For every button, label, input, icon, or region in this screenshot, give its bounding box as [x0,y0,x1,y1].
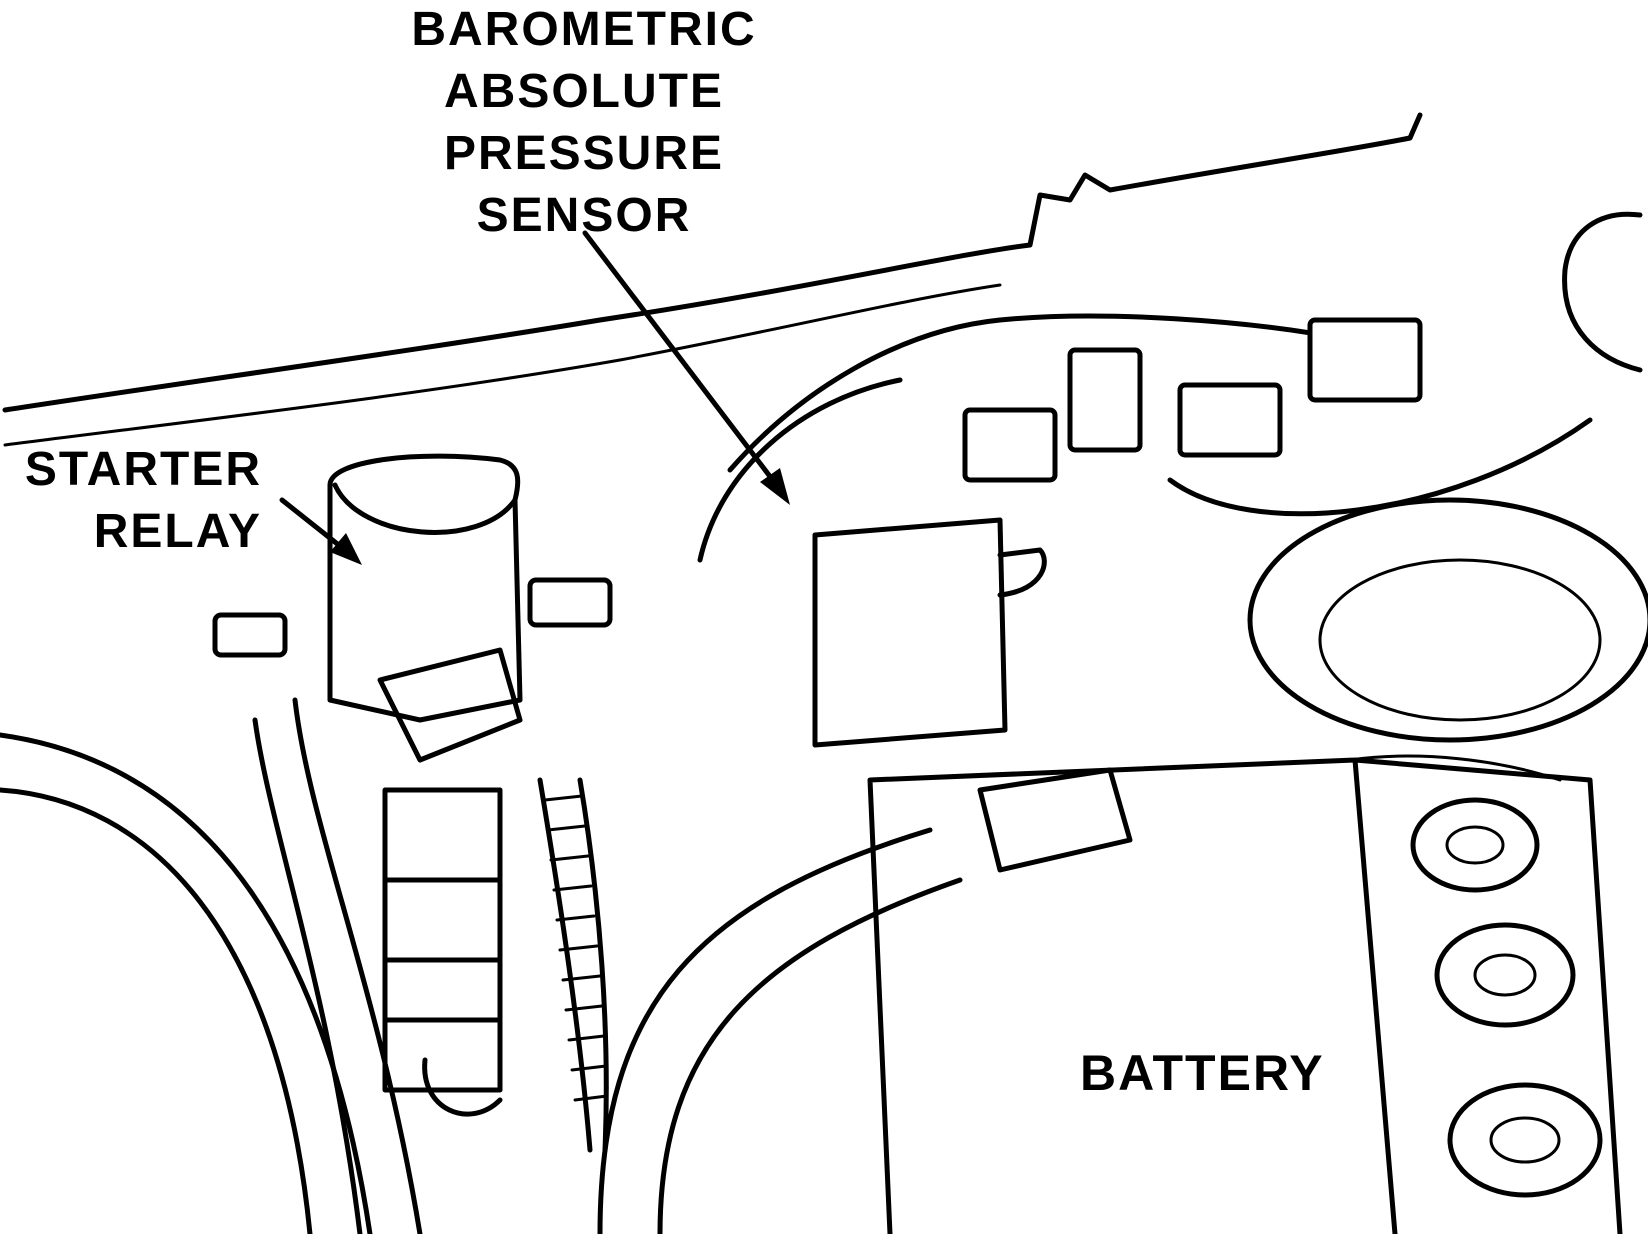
battery-vent-cap-2-inner [1473,953,1537,997]
air-cleaner-ring [1247,497,1648,743]
battery-vent-cap-2 [1434,922,1576,1028]
relay-wire-loop [422,1057,503,1117]
battery-vent-cap-3 [1447,1082,1603,1198]
starter-relay-leader-arrowhead [330,533,362,565]
battery-top-edge [1348,754,1562,782]
air-cleaner [1562,211,1643,373]
battery-positive-cable [597,827,963,1237]
starter-relay-leader-line [279,497,348,553]
left-battery-cable-a [252,717,363,1237]
harness-connector-2 [1067,347,1143,453]
bap-label-line-4: SENSOR [476,189,692,242]
bap-sensor-label: BAROMETRIC ABSOLUTE PRESSURE SENSOR [384,6,784,254]
battery-vent-cap-3-inner [1489,1116,1561,1164]
harness-connector-3 [1307,317,1423,403]
harness-ribs [543,794,609,1102]
hose-right [1167,417,1593,517]
wheel-arch-outer [0,732,373,1237]
upper-wiring-harness-2 [697,377,903,563]
corrugated-harness [537,777,609,1153]
starter-relay-cap [332,482,518,535]
left-battery-cable-b [292,697,423,1237]
air-cleaner-inner [1318,558,1602,722]
starter-relay-left-terminal [212,612,288,658]
fender-edge [2,112,1423,413]
battery-vent-cap-1 [1410,797,1540,893]
starter-relay-right-terminal [527,577,613,628]
harness-connector-1 [962,407,1058,483]
bap-leader-arrowhead [760,468,790,505]
fender-inner-edge [3,283,1002,447]
wheel-arch-inner [0,787,313,1237]
starter-relay-body [327,453,523,723]
connector-block [382,787,503,1093]
battery-label: BATTERY [1080,1045,1325,1101]
connector-block-division-1 [382,877,503,1023]
starter-relay-label: STARTER RELAY [12,446,262,570]
bap-label-line-1: BAROMETRIC [411,3,757,56]
bap-label-line-2: ABSOLUTE [444,65,724,118]
bap-sensor-module [812,517,1008,748]
upper-wiring-harness [727,313,1353,473]
bap-sensor-bracket [997,547,1047,598]
battery-terminal-clamp [977,767,1133,873]
relay-bracket [377,647,523,763]
bap-label-line-3: PRESSURE [443,127,725,180]
battery-vent-cap-1-inner [1445,825,1505,865]
bap-leader-line [582,230,781,490]
starter-label-line-2: RELAY [93,505,262,558]
starter-label-line-1: STARTER [24,443,262,496]
harness-connector-4 [1177,382,1283,458]
